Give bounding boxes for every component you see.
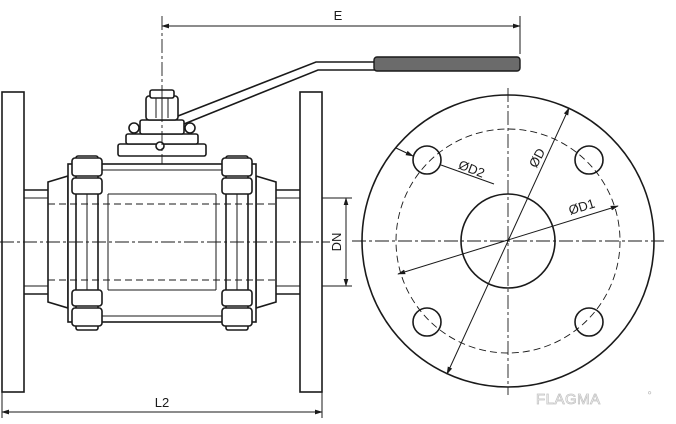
left-bolt-column <box>71 155 103 331</box>
dimension-od2: ØD2 <box>395 147 495 185</box>
bolt-hole <box>412 145 442 175</box>
valve-side-view: E DN L2 <box>0 8 521 418</box>
dimension-e: E <box>161 8 521 54</box>
flange-end-view: ØD ØD2 ØD1 <box>352 88 664 395</box>
dimension-dn-label: DN <box>329 233 344 252</box>
bolt-hole <box>574 145 604 175</box>
dimension-od-label: ØD <box>526 146 548 170</box>
right-bolt-column <box>221 155 253 331</box>
flagma-watermark: FLAGMA <box>536 391 601 408</box>
handle-lever <box>177 56 521 125</box>
right-neck <box>276 189 300 295</box>
bolt-hole <box>412 307 442 337</box>
dimension-od1-label: ØD1 <box>567 196 597 218</box>
handle-grip <box>373 56 521 72</box>
dimension-e-label: E <box>334 8 343 23</box>
stem-assembly <box>117 89 207 157</box>
left-neck <box>24 189 48 295</box>
bolt-circle <box>395 128 621 354</box>
dimension-od1: ØD1 <box>397 196 619 275</box>
dimension-od2-label: ØD2 <box>456 157 486 181</box>
dimension-l2: L2 <box>1 392 323 418</box>
bolt-hole <box>574 307 604 337</box>
dimension-dn: DN <box>322 197 352 287</box>
dimension-l2-label: L2 <box>155 395 169 410</box>
watermark-mark: • <box>648 388 652 398</box>
